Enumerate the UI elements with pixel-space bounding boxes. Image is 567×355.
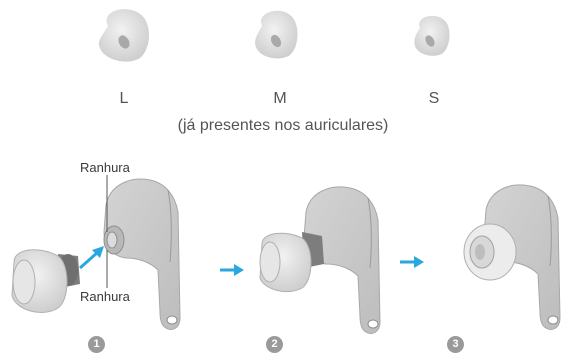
insert-arrow xyxy=(79,250,99,270)
groove-callout-bottom: Ranhura xyxy=(80,289,130,304)
earbud-step-3 xyxy=(463,184,561,331)
step-badge-2: 2 xyxy=(266,336,283,353)
earbud-step-1 xyxy=(103,178,181,331)
size-label-s: S xyxy=(428,90,440,107)
step-badge-3: 3 xyxy=(447,336,464,353)
preinstalled-note: (já presentes nos auriculares) xyxy=(177,117,389,134)
insert-arrowhead xyxy=(92,246,104,258)
step-arrow-2-to-3 xyxy=(400,256,424,268)
size-label-l: L xyxy=(119,90,129,107)
ear-tip-size-l xyxy=(98,9,149,62)
size-label-m: M xyxy=(273,90,287,107)
ear-tip-loose xyxy=(11,249,80,313)
step-arrow-1-to-2 xyxy=(220,264,244,276)
ear-tip-size-s xyxy=(414,15,450,56)
groove-callout-top: Ranhura xyxy=(80,160,130,175)
earbud-step-2 xyxy=(259,186,381,335)
step-badge-1: 1 xyxy=(88,336,105,353)
ear-tip-size-m xyxy=(255,10,298,59)
